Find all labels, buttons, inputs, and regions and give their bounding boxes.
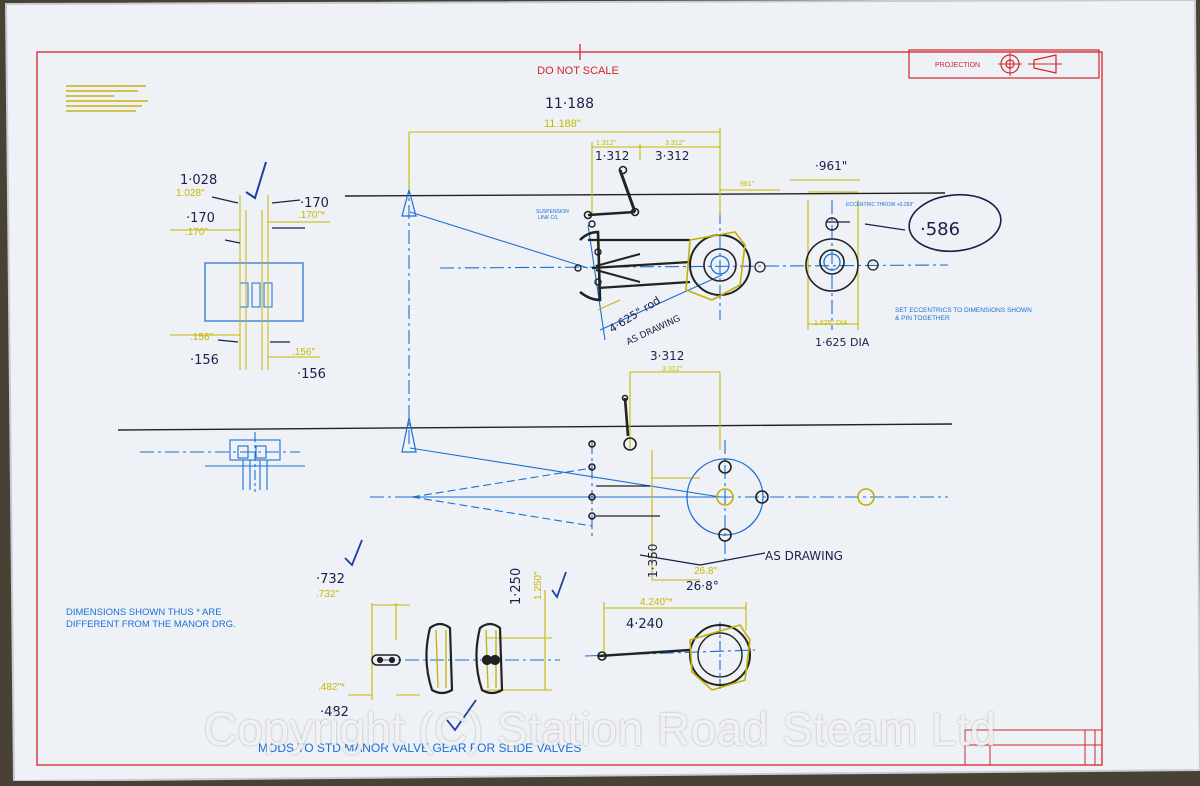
label-suspension-1: SUSPENSION xyxy=(536,209,569,215)
overall-dimension xyxy=(348,128,860,700)
drawing-title: MODS TO STD MANOR VALVE GEAR FOR SLIDE V… xyxy=(258,741,581,755)
hand-3312: 3·312 xyxy=(655,149,689,163)
hand-961: ·961" xyxy=(815,159,847,173)
hand-1625: 1·625 DIA xyxy=(815,336,870,349)
note-eccentrics-1: SET ECCENTRICS TO DIMENSIONS SHOWN xyxy=(895,307,1032,314)
hand-156a: ·156 xyxy=(190,353,219,368)
dim-1312: 1.312" xyxy=(596,140,617,147)
link-detail-top xyxy=(170,161,330,370)
label-suspension-2: LINK C/L xyxy=(538,215,559,221)
dim-482: .482"* xyxy=(318,682,345,693)
hand-1350: 1·350 xyxy=(646,544,660,578)
expansion-links xyxy=(371,622,751,695)
notes-block xyxy=(66,85,148,112)
hand-11188: 11·188 xyxy=(545,96,594,112)
hand-3312b: 3·312 xyxy=(650,349,684,363)
note-dimensions-2: DIFFERENT FROM THE MANOR DRG. xyxy=(66,619,236,630)
drawing-border xyxy=(36,51,1103,766)
projection-box: PROJECTION xyxy=(908,49,1100,79)
title-block xyxy=(964,729,1103,766)
dim-170b: .170"* xyxy=(298,210,325,221)
dim-3312b: 3.312" xyxy=(662,366,683,373)
hand-170b: ·170 xyxy=(300,196,329,211)
checkmark-icon xyxy=(551,571,567,599)
paper-sheet xyxy=(6,0,1200,781)
do-not-scale-note: DO NOT SCALE xyxy=(537,65,619,77)
link-detail-bottom xyxy=(205,439,305,490)
label-eccentric-throw: ECCENTRIC THROW +0.293" xyxy=(846,202,914,208)
hand-170a: ·170 xyxy=(186,211,215,226)
checkmark-icon xyxy=(344,539,363,567)
hand-1250: 1·250 xyxy=(509,568,524,605)
note-eccentrics-2: & PIN TOGETHER xyxy=(895,315,950,322)
dim-1625: 1.625" DIA xyxy=(814,320,848,327)
hand-1312: 1·312 xyxy=(595,149,629,163)
dim-170a: .170" xyxy=(185,227,208,238)
hand-268: 26·8° xyxy=(686,579,719,593)
hand-as-drawing-2: AS DRAWING xyxy=(765,549,843,563)
checkmark-icon xyxy=(446,699,477,732)
hand-586: ·586 xyxy=(920,219,960,240)
dim-961: .961" xyxy=(738,181,755,188)
dim-3312: 3.312" xyxy=(665,140,686,147)
valve-gear-top xyxy=(574,165,879,302)
dim-732: .732" xyxy=(316,589,339,600)
dim-1028: 1.028" xyxy=(176,188,205,199)
hand-482: ·482 xyxy=(320,705,349,720)
dim-268: 26.8" xyxy=(694,566,717,577)
note-dimensions-1: DIMENSIONS SHOWN THUS * ARE xyxy=(66,607,222,618)
annotation-circle xyxy=(908,193,1002,253)
hand-1028: 1·028 xyxy=(180,173,217,188)
hand-156b: ·156 xyxy=(297,367,326,382)
dim-4240: 4.240"* xyxy=(640,597,673,608)
hand-732: ·732 xyxy=(316,572,345,587)
hand-4240: 4·240 xyxy=(626,617,663,632)
valve-gear-bottom xyxy=(588,394,875,542)
dim-156a: .156" xyxy=(190,332,213,343)
center-lines xyxy=(140,180,949,690)
dim-overall: 11.188" xyxy=(544,118,581,130)
projection-label: PROJECTION xyxy=(935,62,980,69)
dim-1250: 1.250" xyxy=(533,571,544,600)
dim-156b: .156" xyxy=(292,347,315,358)
checkmark-icon xyxy=(245,161,267,200)
